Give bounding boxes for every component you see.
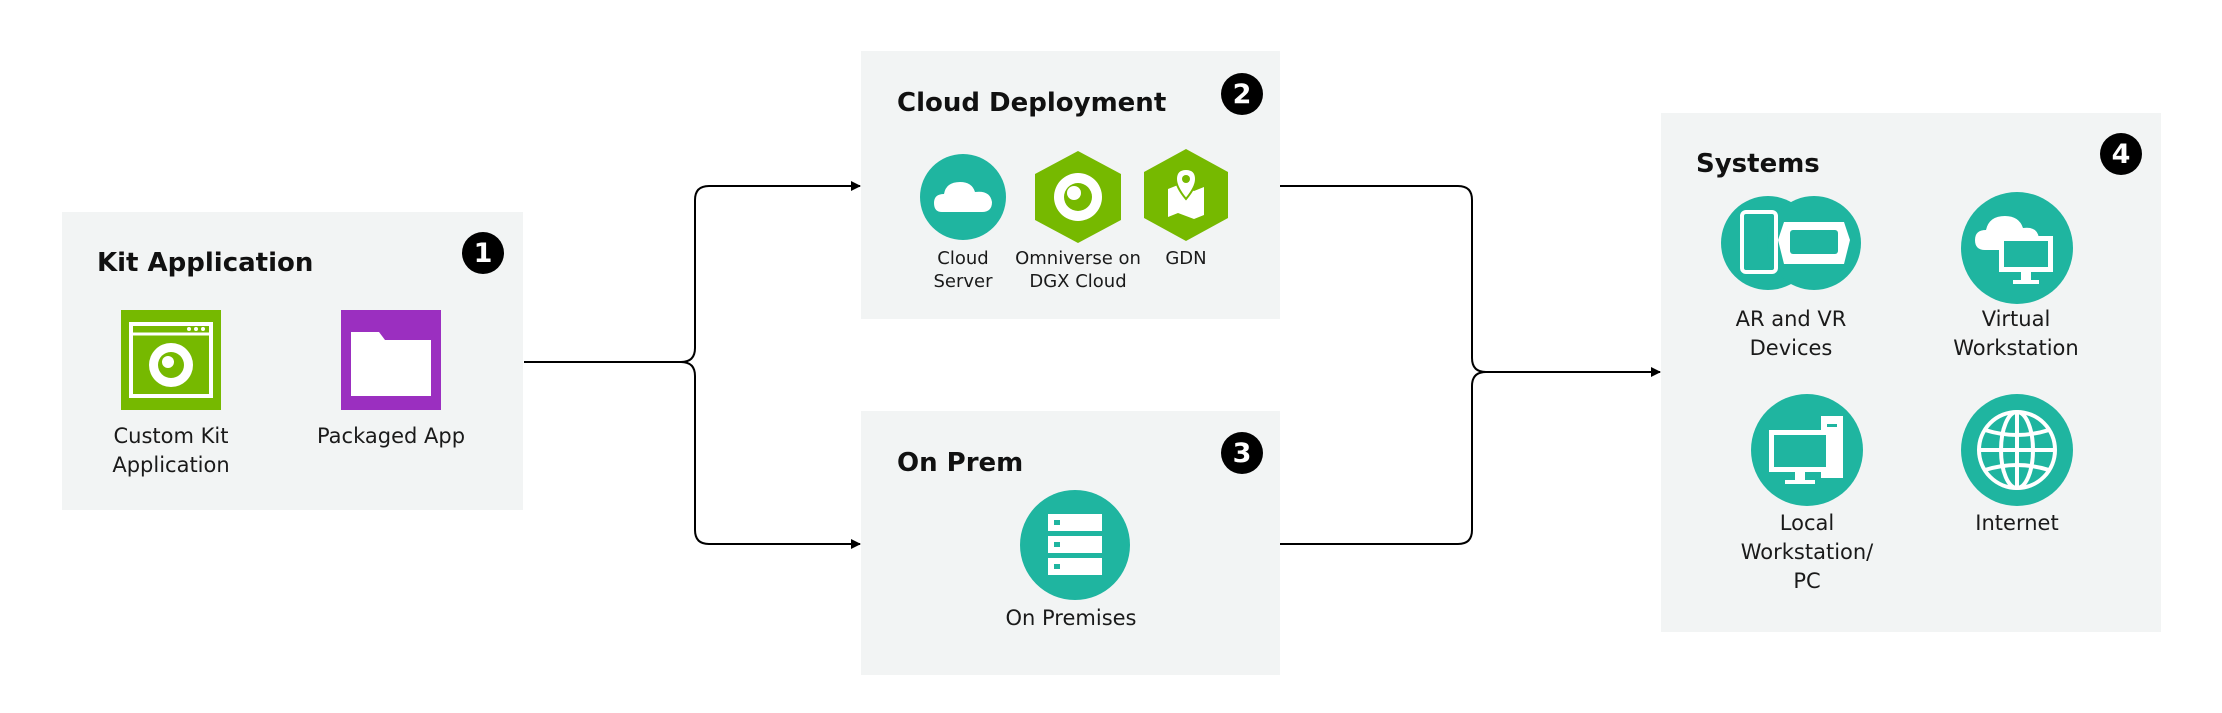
arrow-kit-to-cloud-deployment: [524, 181, 861, 363]
panel-title: Kit Application: [97, 248, 314, 278]
on-prem-panel: On Prem 3 On Premises: [861, 411, 1280, 675]
desktop-pc-icon: [1751, 394, 1863, 506]
item-label: GDN: [1165, 248, 1207, 269]
arrow-kit-to-on-prem: [680, 361, 861, 549]
item-label: Packaged App: [316, 424, 466, 448]
kit-application-panel: Kit Application 1 Custom Kit Application…: [62, 212, 523, 510]
folder-icon: [341, 310, 441, 410]
cloud-monitor-icon: [1961, 192, 2073, 304]
item-label: Virtual Workstation: [1953, 307, 2079, 360]
step-badge: 1: [462, 232, 504, 274]
omniverse-hexagon-icon: [1035, 151, 1121, 243]
globe-icon: [1961, 394, 2073, 506]
item-label: Local Workstation/ PC: [1740, 511, 1874, 593]
step-badge: 2: [1221, 73, 1263, 115]
panel-title: On Prem: [897, 448, 1024, 478]
map-pin-hexagon-icon: [1144, 149, 1228, 241]
item-label: On Premises: [1005, 606, 1137, 630]
panel-title: Systems: [1696, 149, 1820, 179]
step-badge: 3: [1221, 432, 1263, 474]
item-label: AR and VR Devices: [1735, 307, 1847, 360]
ar-vr-devices-icon: [1721, 196, 1861, 290]
cloud-icon: [920, 154, 1006, 240]
server-stack-icon: [1020, 490, 1130, 600]
systems-panel: Systems 4 AR and VR Devices Virtual Work…: [1661, 113, 2161, 632]
item-label: Omniverse on DGX Cloud: [1015, 248, 1141, 292]
panel-title: Cloud Deployment: [897, 88, 1167, 118]
item-label: Internet: [1975, 511, 2059, 535]
item-label: Cloud Server: [933, 248, 993, 292]
omniverse-window-icon: [121, 310, 221, 410]
arrow-on-prem-to-systems: [1280, 371, 1487, 545]
arrow-cloud-deployment-to-systems: [1280, 185, 1661, 377]
item-label: Custom Kit Application: [112, 424, 230, 477]
step-badge: 4: [2100, 133, 2142, 175]
cloud-deployment-panel: Cloud Deployment 2 Cloud Server Omnivers…: [861, 51, 1280, 319]
